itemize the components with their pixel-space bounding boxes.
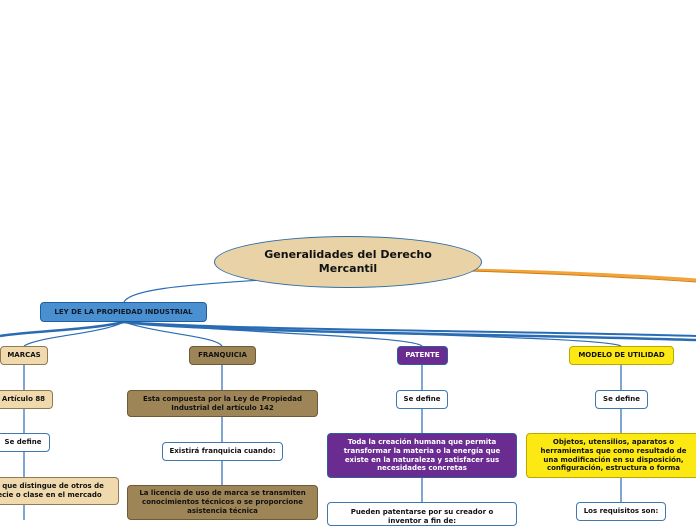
- patente-se-define-label: Se define: [403, 395, 441, 404]
- franquicia-compuesta-label: Esta compuesta por la Ley de Propiedad I…: [142, 394, 303, 412]
- marcas-definicion-node[interactable]: e que distingue de otros de ecie o clase…: [0, 477, 119, 505]
- root-node[interactable]: Generalidades del Derecho Mercantil: [214, 236, 482, 288]
- patente-pueden-label: Pueden patentarse por su creador o inven…: [350, 508, 494, 525]
- modelo-utilidad-node[interactable]: MODELO DE UTILIDAD: [569, 346, 674, 365]
- orange-connector: [469, 268, 696, 282]
- ley-propiedad-industrial-node[interactable]: LEY DE LA PROPIEDAD INDUSTRIAL: [40, 302, 207, 322]
- marcas-se-define-node[interactable]: Se define: [0, 433, 50, 452]
- modelo-requisitos-label: Los requisitos son:: [583, 507, 659, 516]
- patente-pueden-node[interactable]: Pueden patentarse por su creador o inven…: [327, 502, 517, 526]
- modelo-label: MODELO DE UTILIDAD: [578, 351, 665, 360]
- orange-connector-dark: [469, 270, 696, 283]
- franquicia-licencia-label: La licencia de uso de marca se transmite…: [139, 489, 306, 515]
- modelo-se-define-label: Se define: [603, 395, 640, 404]
- franquicia-compuesta-node[interactable]: Esta compuesta por la Ley de Propiedad I…: [127, 390, 318, 417]
- connector-ley-marcas: [23, 321, 125, 347]
- modelo-definicion-node[interactable]: Objetos, utensilios, aparatos o herramie…: [526, 433, 696, 478]
- marcas-articulo-node[interactable]: Artículo 88: [0, 390, 53, 409]
- modelo-se-define-node[interactable]: Se define: [595, 390, 648, 409]
- patente-definicion-node[interactable]: Toda la creación humana que permita tran…: [327, 433, 517, 478]
- modelo-definicion-label: Objetos, utensilios, aparatos o herramie…: [540, 438, 687, 473]
- marcas-definicion-label: e que distingue de otros de ecie o clase…: [0, 482, 104, 499]
- connector-band-left: [0, 320, 125, 338]
- connector-ley-modelo: [123, 321, 622, 347]
- marcas-node[interactable]: MARCAS: [0, 346, 48, 365]
- marcas-label: MARCAS: [7, 351, 41, 360]
- connector-root-ley: [123, 279, 263, 303]
- franquicia-existira-node[interactable]: Existirá franquicia cuando:: [162, 442, 283, 461]
- patente-node[interactable]: PATENTE: [397, 346, 448, 365]
- modelo-requisitos-node[interactable]: Los requisitos son:: [576, 502, 666, 521]
- patente-definicion-label: Toda la creación humana que permita tran…: [343, 438, 501, 473]
- franquicia-licencia-node[interactable]: La licencia de uso de marca se transmite…: [127, 485, 318, 520]
- patente-se-define-node[interactable]: Se define: [396, 390, 448, 409]
- marcas-se-define-label: Se define: [4, 438, 42, 447]
- franquicia-label: FRANQUICIA: [198, 351, 247, 360]
- connector-ley-franquicia: [123, 321, 223, 347]
- ley-label: LEY DE LA PROPIEDAD INDUSTRIAL: [54, 307, 193, 316]
- root-title: Generalidades del Derecho Mercantil: [264, 247, 432, 275]
- franquicia-node[interactable]: FRANQUICIA: [189, 346, 256, 365]
- marcas-articulo-label: Artículo 88: [1, 395, 46, 404]
- franquicia-existira-label: Existirá franquicia cuando:: [169, 447, 276, 456]
- patente-label: PATENTE: [405, 351, 440, 360]
- connector-ley-patente: [123, 321, 423, 347]
